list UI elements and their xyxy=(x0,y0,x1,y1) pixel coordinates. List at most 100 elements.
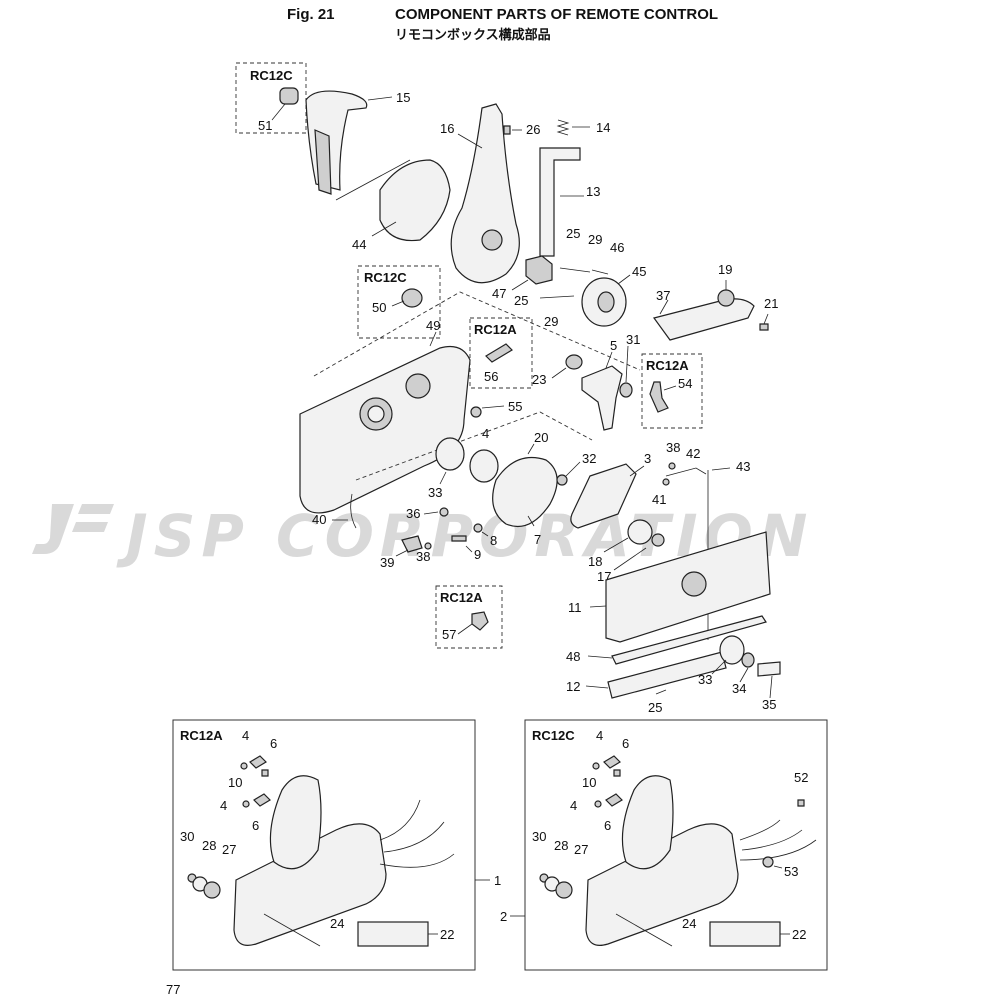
rc12c-tag-top: RC12C xyxy=(250,68,293,83)
callout-50: 50 xyxy=(372,300,386,315)
callout-57: 57 xyxy=(442,627,456,642)
callout-31: 31 xyxy=(626,332,640,347)
callout-33-left: 33 xyxy=(428,485,442,500)
callout-1: 1 xyxy=(494,873,501,888)
asm2-callout-4-mid: 4 xyxy=(570,798,577,813)
asm1-callout-27: 27 xyxy=(222,842,236,857)
asm1-callout-4-mid: 4 xyxy=(220,798,227,813)
callout-34: 34 xyxy=(732,681,746,696)
callout-13: 13 xyxy=(586,184,600,199)
part-49-housing: 49 xyxy=(299,291,641,514)
callout-43: 43 xyxy=(736,459,750,474)
assembly-rc12a: RC12A 4 6 10 4 6 30 28 27 24 22 1 xyxy=(172,719,501,971)
callout-38-left: 38 xyxy=(416,549,430,564)
jsp-logo-icon xyxy=(30,500,126,570)
callout-2: 2 xyxy=(500,909,507,924)
asm1-callout-22: 22 xyxy=(440,927,454,942)
callout-48: 48 xyxy=(566,649,580,664)
asm2-callout-4-top: 4 xyxy=(596,728,603,743)
callout-7: 7 xyxy=(534,532,541,547)
callout-52: 52 xyxy=(794,770,808,785)
part-12-bar: 12 25 xyxy=(566,651,727,715)
callout-3: 3 xyxy=(644,451,651,466)
parts-38-42-43-41: 38 42 43 41 xyxy=(652,440,750,640)
callout-11: 11 xyxy=(568,600,582,615)
callout-23: 23 xyxy=(532,372,546,387)
callout-55: 55 xyxy=(508,399,522,414)
asm2-callout-10: 10 xyxy=(582,775,596,790)
callout-49: 49 xyxy=(426,318,440,333)
figure-title-japanese: リモコンボックス構成部品 xyxy=(395,28,551,43)
callout-20: 20 xyxy=(534,430,548,445)
callout-40: 40 xyxy=(312,512,326,527)
asm1-callout-28: 28 xyxy=(202,838,216,853)
asm1-callout-10: 10 xyxy=(228,775,242,790)
callout-41: 41 xyxy=(652,492,666,507)
callout-39: 39 xyxy=(380,555,394,570)
parts-3-18-17-plate: 3 18 17 xyxy=(570,451,665,584)
rc12c-bushing-box: RC12C 50 xyxy=(357,265,441,339)
part-48-strip: 48 xyxy=(566,615,767,665)
callout-38-right: 38 xyxy=(666,440,680,455)
callout-51: 51 xyxy=(258,118,272,133)
part-15-handle: 15 xyxy=(305,90,410,195)
rc12a-tag-lower: RC12A xyxy=(440,590,483,605)
asm2-callout-30: 30 xyxy=(532,829,546,844)
asm1-callout-24: 24 xyxy=(330,916,344,931)
figure-title: COMPONENT PARTS OF REMOTE CONTROL xyxy=(395,6,719,23)
callout-32: 32 xyxy=(582,451,596,466)
parts-4-55-23: 55 4 23 xyxy=(470,354,583,441)
rc12a-assembly-tag: RC12A xyxy=(180,728,223,743)
rc12c-handle-box: RC12C 51 xyxy=(235,62,307,134)
assembly-rc12c: RC12C 4 6 10 4 6 52 53 30 28 27 24 22 2 xyxy=(500,719,828,971)
asm2-callout-28: 28 xyxy=(554,838,568,853)
callout-25-lower: 25 xyxy=(648,700,662,715)
callout-16: 16 xyxy=(440,121,454,136)
part-44-cover: 44 xyxy=(335,159,451,252)
callout-25-mid: 25 xyxy=(514,293,528,308)
callout-37: 37 xyxy=(656,288,670,303)
callout-26: 26 xyxy=(526,122,540,137)
part-14-spring: 14 xyxy=(556,119,610,136)
asm2-callout-22: 22 xyxy=(792,927,806,942)
callout-8: 8 xyxy=(490,533,497,548)
callout-12: 12 xyxy=(566,679,580,694)
callout-54: 54 xyxy=(678,376,692,391)
callout-21: 21 xyxy=(764,296,778,311)
callout-36: 36 xyxy=(406,506,420,521)
part-45-cam: 45 xyxy=(581,264,646,327)
asm1-callout-6-mid: 6 xyxy=(252,818,259,833)
part-5-bracket: 5 31 xyxy=(581,332,640,431)
rc12c-assembly-tag: RC12C xyxy=(532,728,575,743)
callout-42: 42 xyxy=(686,446,700,461)
callout-18: 18 xyxy=(588,554,602,569)
asm2-callout-27: 27 xyxy=(574,842,588,857)
asm2-callout-6-mid: 6 xyxy=(604,818,611,833)
asm2-callout-6-top: 6 xyxy=(622,736,629,751)
callout-44: 44 xyxy=(352,237,366,252)
parts-36-8-9-38-39-40: 36 8 9 39 38 40 xyxy=(312,493,497,570)
rc12a-lever-box: RC12A 54 xyxy=(641,353,703,429)
callout-46: 46 xyxy=(610,240,624,255)
asm1-callout-6-top: 6 xyxy=(270,736,277,751)
rc12a-clip-box: RC12A 57 xyxy=(435,585,503,649)
part-11-side-plate: 11 xyxy=(568,531,771,643)
callout-47: 47 xyxy=(492,286,506,301)
asm1-callout-30: 30 xyxy=(180,829,194,844)
callout-53: 53 xyxy=(784,864,798,879)
callout-19: 19 xyxy=(718,262,732,277)
part-25-29-46-screws: 25 29 46 25 29 xyxy=(514,226,624,329)
callout-14: 14 xyxy=(596,120,610,135)
callout-15: 15 xyxy=(396,90,410,105)
callout-45: 45 xyxy=(632,264,646,279)
callout-4-center: 4 xyxy=(482,426,489,441)
rc12c-tag-middle: RC12C xyxy=(364,270,407,285)
callout-29-mid: 29 xyxy=(544,314,558,329)
part-37-lever-plate: 37 19 21 xyxy=(652,262,778,341)
parts-33-34-35: 33 34 35 xyxy=(698,635,781,712)
rc12a-tag-center: RC12A xyxy=(474,322,517,337)
page-number: 77 xyxy=(166,982,181,997)
rc12a-tag-right: RC12A xyxy=(646,358,689,373)
parts-33-20-7: 33 20 7 32 xyxy=(428,430,596,547)
part-16-arm: 16 26 xyxy=(440,103,540,284)
